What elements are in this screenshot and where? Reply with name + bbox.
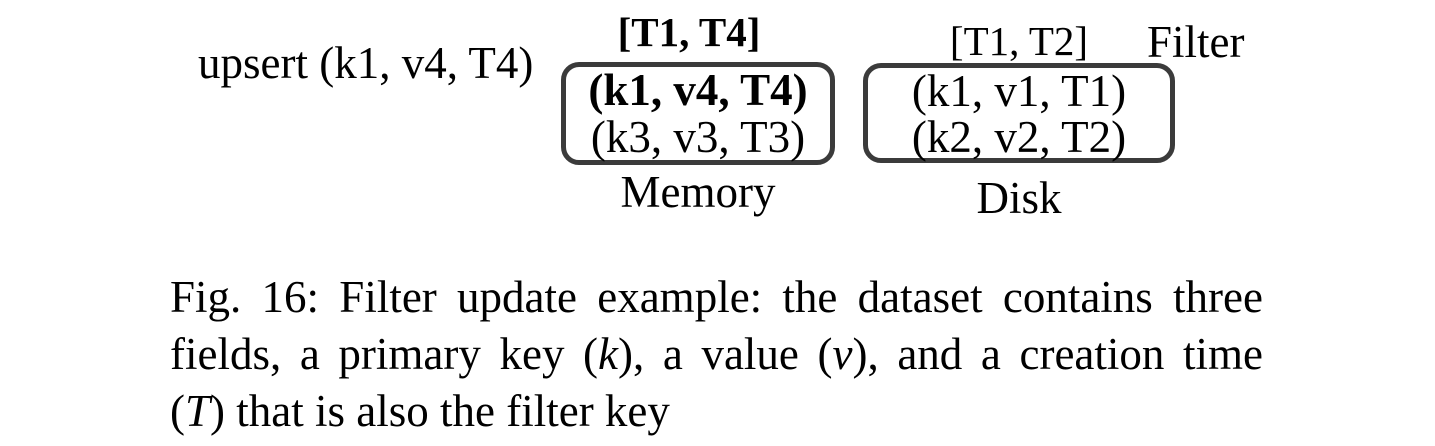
caption-line-2-seg1: fields, a primary key (	[170, 329, 599, 379]
figure-caption: Fig. 16: Filter update example: the data…	[170, 269, 1263, 440]
caption-line-2-italic-k: k	[598, 329, 619, 379]
caption-line-2: fields, a primary key (k), a value (v), …	[170, 326, 1263, 383]
memory-label: Memory	[620, 167, 776, 217]
disk-filter-interval: [T1, T2]	[949, 18, 1089, 64]
caption-line-2-italic-v: v	[832, 329, 853, 379]
disk-label: Disk	[976, 173, 1062, 223]
caption-line-2-seg3: ), and a creation time	[852, 329, 1263, 379]
caption-line-3-seg1: (	[170, 386, 185, 436]
memory-filter-interval: [T1, T4]	[617, 9, 761, 55]
filter-label: Filter	[1147, 17, 1245, 67]
caption-line-2-seg2: ), a value (	[618, 329, 833, 379]
disk-record-1: (k1, v1, T1)	[911, 66, 1127, 116]
memory-record-2: (k3, v3, T3)	[590, 112, 806, 162]
caption-line-3-italic-T: T	[185, 386, 211, 436]
memory-box: (k1, v4, T4) (k3, v3, T3)	[561, 62, 835, 165]
caption-line-3-seg2: ) that is also the filter key	[210, 386, 670, 436]
upsert-operation-label: upsert (k1, v4, T4)	[198, 38, 534, 88]
disk-record-2: (k2, v2, T2)	[911, 112, 1127, 162]
caption-line-3: (T) that is also the filter key	[170, 383, 1263, 440]
caption-line-1: Fig. 16: Filter update example: the data…	[170, 272, 1263, 322]
memory-record-1: (k1, v4, T4)	[588, 65, 808, 115]
disk-box: (k1, v1, T1) (k2, v2, T2)	[863, 63, 1175, 163]
